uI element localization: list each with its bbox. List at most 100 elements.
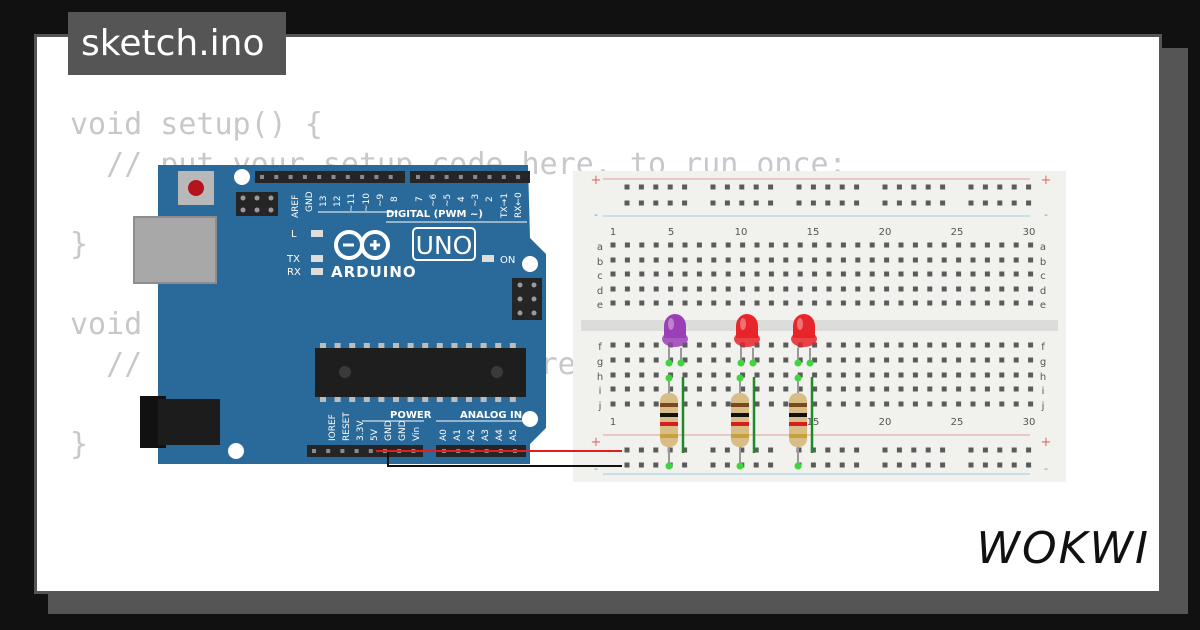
rail-hole <box>940 200 946 206</box>
chip-leg <box>451 397 458 402</box>
reset-button[interactable] <box>188 180 204 196</box>
breadboard-hole <box>783 357 789 363</box>
breadboard-hole <box>956 401 962 407</box>
breadboard-hole <box>855 401 861 407</box>
breadboard-hole <box>869 300 875 306</box>
pin-label: TX→1 <box>500 193 510 219</box>
chip-leg <box>480 343 487 348</box>
green-jumper-wires[interactable] <box>681 377 814 453</box>
breadboard-hole <box>696 401 702 407</box>
breadboard-hole <box>855 271 861 277</box>
resistor-band <box>789 422 807 426</box>
rail-hole <box>624 462 630 468</box>
breadboard-hole <box>927 401 933 407</box>
breadboard-hole <box>1028 342 1034 348</box>
header-pin <box>331 175 336 179</box>
chip-leg <box>334 343 341 348</box>
breadboard-hole <box>711 271 717 277</box>
breadboard-hole <box>768 401 774 407</box>
led[interactable] <box>791 314 817 367</box>
rail-hole <box>940 184 946 190</box>
breadboard-hole <box>754 386 760 392</box>
row-letter-left: i <box>599 386 602 397</box>
breadboard-hole <box>941 342 947 348</box>
header-pin <box>317 175 322 179</box>
breadboard-hole <box>999 357 1005 363</box>
file-tab-title[interactable]: sketch.ino <box>68 12 286 75</box>
chip-notch <box>339 366 351 378</box>
breadboard-hole <box>668 300 674 306</box>
breadboard-hole <box>682 300 688 306</box>
pin-label: 12 <box>333 196 343 207</box>
breadboard-hole <box>653 386 659 392</box>
connection-dot <box>736 374 744 382</box>
chip-leg <box>495 343 502 348</box>
wire-gnd-to-minus-rail[interactable] <box>387 452 622 467</box>
breadboard-hole <box>898 300 904 306</box>
rail-hole <box>724 447 730 453</box>
breadboard-hole <box>711 357 717 363</box>
header-pin <box>368 449 373 453</box>
header-pin <box>340 449 345 453</box>
led[interactable] <box>734 314 760 367</box>
breadboard-hole <box>768 300 774 306</box>
breadboard-hole <box>711 300 717 306</box>
led[interactable] <box>662 314 688 367</box>
breadboard-hole <box>711 386 717 392</box>
rail-hole <box>653 447 659 453</box>
breadboard-hole <box>610 357 616 363</box>
breadboard-hole <box>869 242 875 248</box>
breadboard-hole <box>783 242 789 248</box>
rail-hole <box>839 462 845 468</box>
rail-hole <box>854 462 860 468</box>
breadboard-hole <box>970 342 976 348</box>
pin-label: A1 <box>453 429 463 441</box>
rail-hole <box>1026 184 1032 190</box>
breadboard-hole <box>984 286 990 292</box>
resistor-band <box>789 434 807 438</box>
breadboard-hole <box>898 386 904 392</box>
resistor[interactable] <box>789 374 807 470</box>
header-pin <box>288 175 293 179</box>
leds[interactable] <box>662 314 817 367</box>
rail-hole <box>810 447 816 453</box>
resistor[interactable] <box>660 374 678 470</box>
power-jack-body <box>158 399 220 445</box>
breadboard-hole <box>999 342 1005 348</box>
resistors[interactable] <box>660 374 807 470</box>
breadboard-hole <box>1028 257 1034 263</box>
rail-hole <box>882 200 888 206</box>
breadboard-holes <box>610 184 1034 468</box>
breadboard-hole <box>840 300 846 306</box>
breadboard-hole <box>855 300 861 306</box>
rail-hole <box>925 200 931 206</box>
breadboard-hole <box>610 242 616 248</box>
chip-leg <box>466 397 472 402</box>
breadboard-hole <box>912 372 918 378</box>
rail-hole <box>1011 200 1017 206</box>
breadboard-hole <box>927 357 933 363</box>
breadboard-hole <box>912 286 918 292</box>
breadboard-hole <box>812 372 818 378</box>
rail-hole <box>1011 184 1017 190</box>
breadboard-hole <box>624 286 630 292</box>
resistor[interactable] <box>731 374 749 470</box>
pin-label: 8 <box>390 196 400 202</box>
rail-plus-tl: + <box>591 173 602 188</box>
rail-hole <box>825 462 831 468</box>
breadboard-hole <box>725 342 731 348</box>
breadboard-hole <box>754 401 760 407</box>
breadboard-hole <box>869 342 875 348</box>
breadboard-hole <box>682 357 688 363</box>
breadboard[interactable]: + + + + - - - - 1 5 10 15 20 25 30 1 5 1… <box>573 171 1066 482</box>
rail-hole <box>997 462 1003 468</box>
row-letter-right: d <box>1040 286 1046 297</box>
resistor-band <box>731 413 749 417</box>
arduino-uno-board[interactable]: AREF GND 13 12 ~11 ~10 ~9 8 7 ~6 ~5 4 ~3… <box>133 165 546 464</box>
breadboard-hole <box>1028 300 1034 306</box>
led-on-label: ON <box>500 255 515 266</box>
rail-hole <box>1026 462 1032 468</box>
breadboard-hole <box>610 401 616 407</box>
resistor-band <box>731 434 749 438</box>
breadboard-hole <box>927 372 933 378</box>
